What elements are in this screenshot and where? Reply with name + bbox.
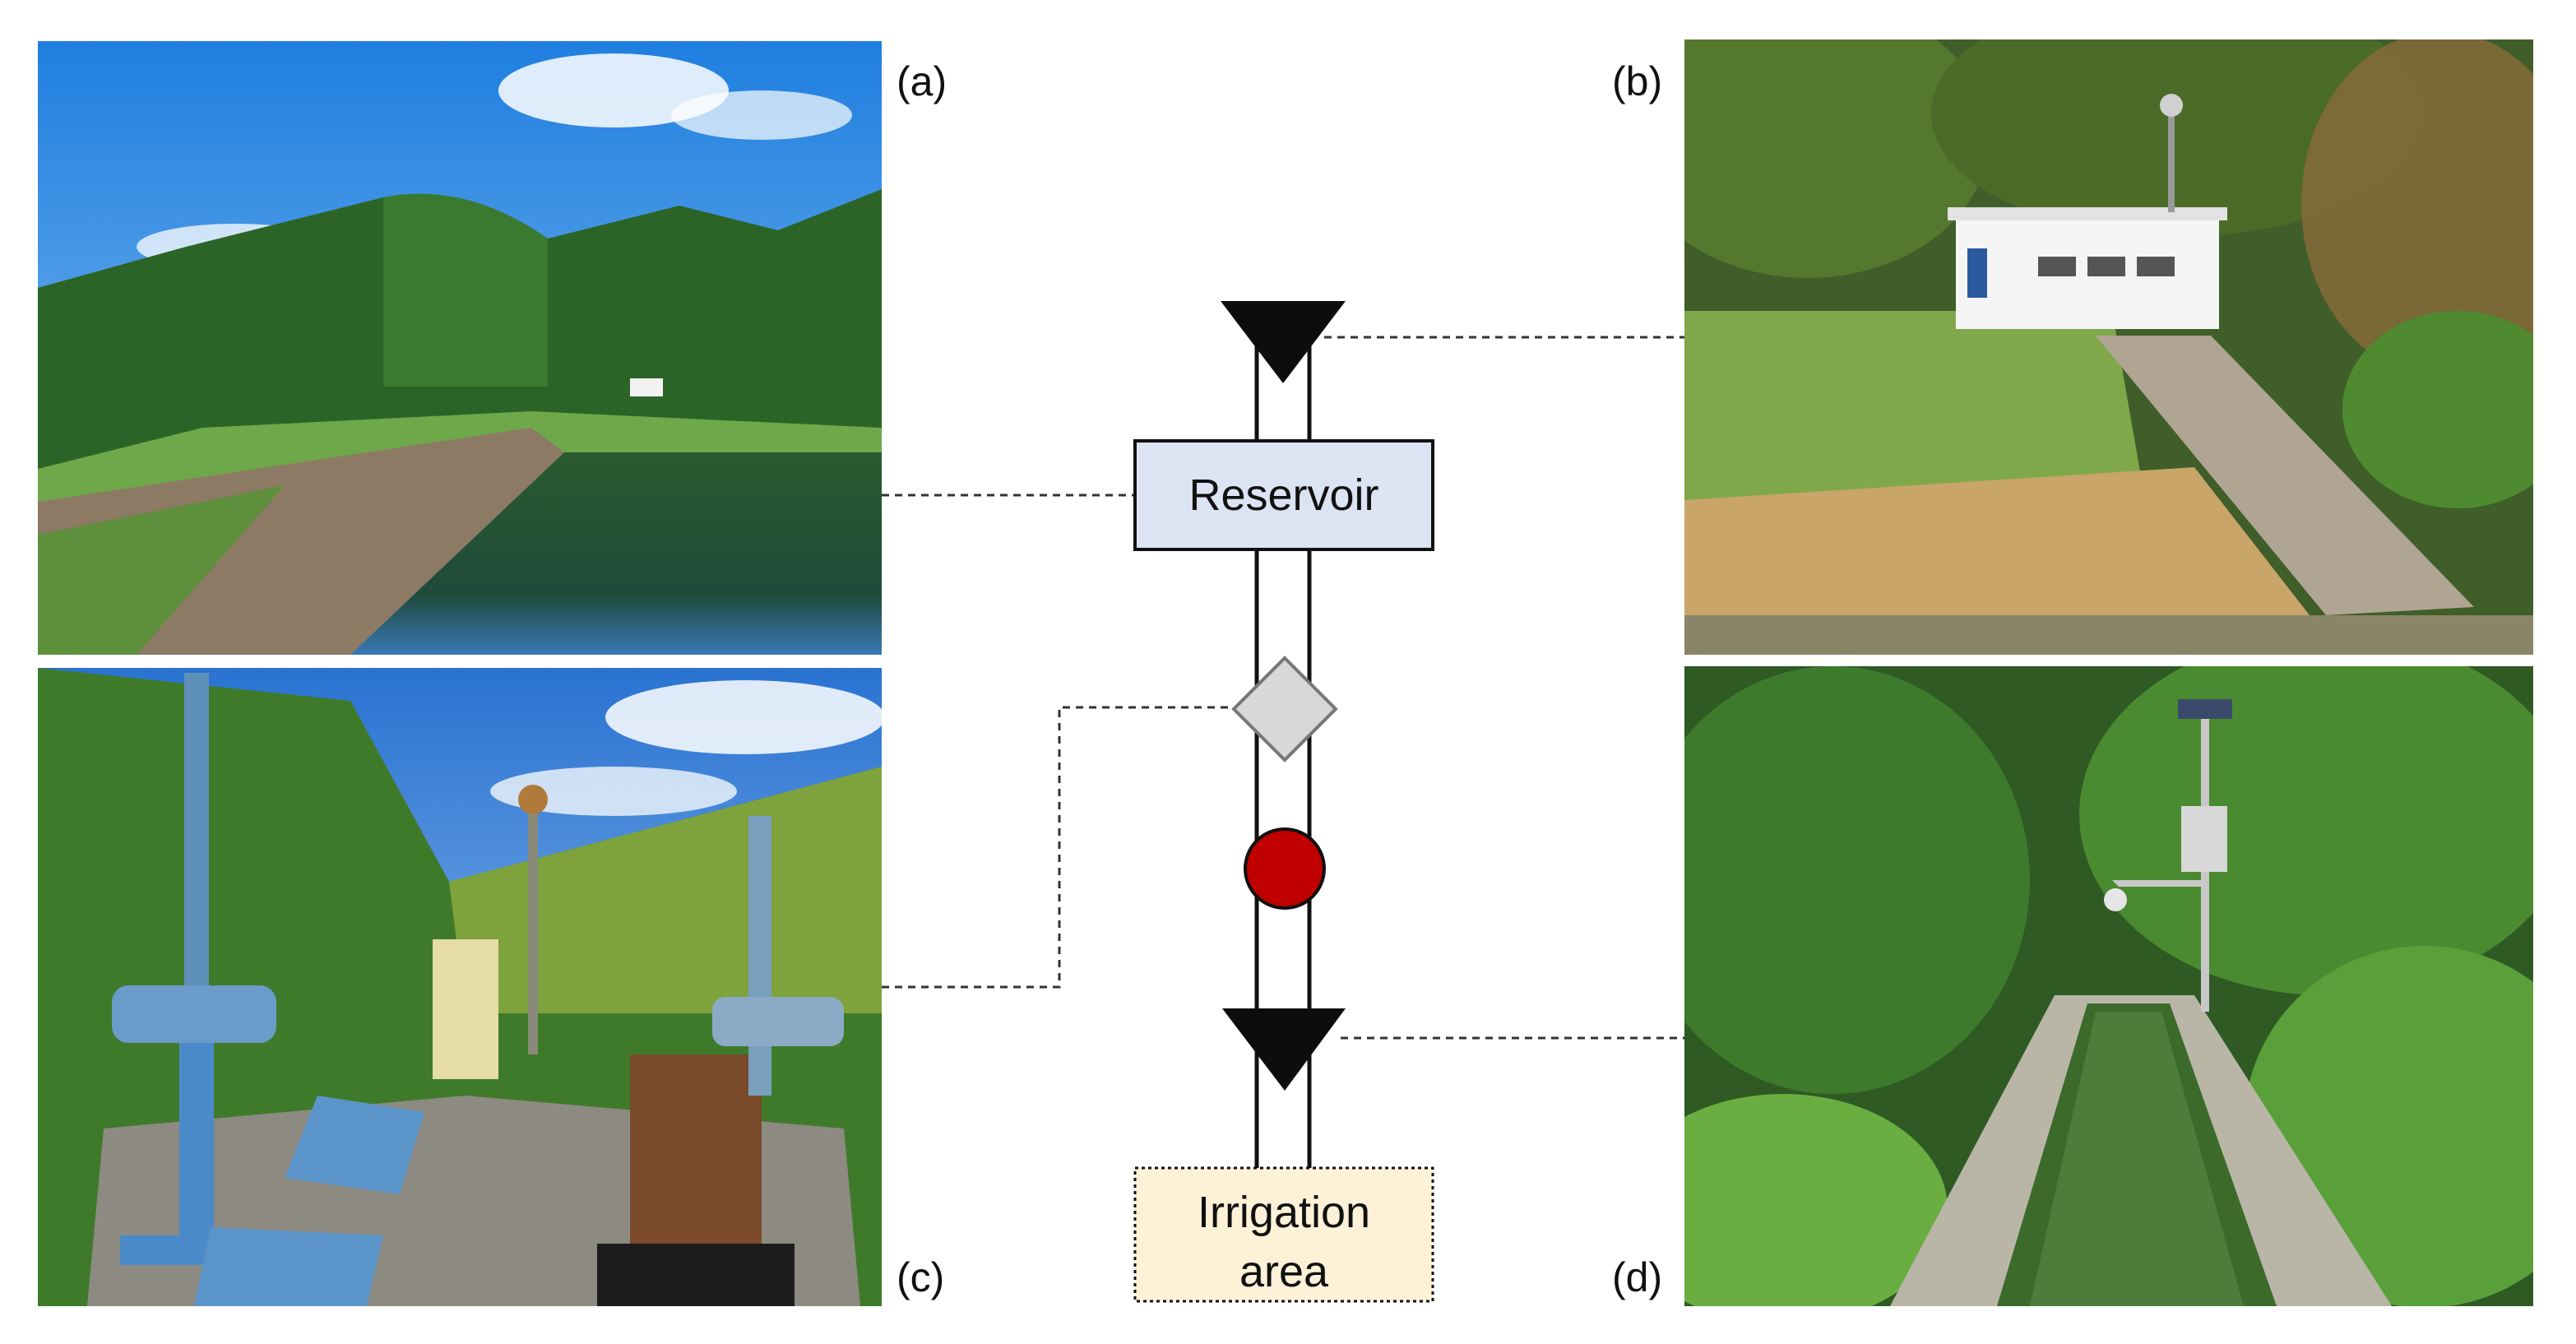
connector-c (882, 706, 1232, 989)
irrigation-label-line1: Irrigation (1198, 1188, 1370, 1237)
down-triangle-icon (1222, 1008, 1346, 1091)
down-triangle-icon (1221, 301, 1346, 383)
panel-label-c: (c) (897, 1254, 945, 1300)
panel-label-a: (a) (897, 58, 947, 104)
panel-label-b: (b) (1612, 58, 1663, 104)
photo-a-reservoir (38, 41, 882, 655)
reservoir-label: Reservoir (1188, 470, 1378, 520)
diamond-icon (1231, 656, 1338, 762)
irrigation-area-box (1133, 1166, 1434, 1303)
photo-c-intake-gate (38, 668, 882, 1306)
photo-b-water-level-station (1684, 39, 2533, 655)
photo-d-irrigation-canal (1684, 666, 2533, 1306)
circle-icon (1244, 827, 1326, 910)
irrigation-label-line2: area (1239, 1247, 1329, 1296)
panel-label-d: (d) (1612, 1254, 1663, 1300)
reservoir-box (1133, 439, 1434, 551)
